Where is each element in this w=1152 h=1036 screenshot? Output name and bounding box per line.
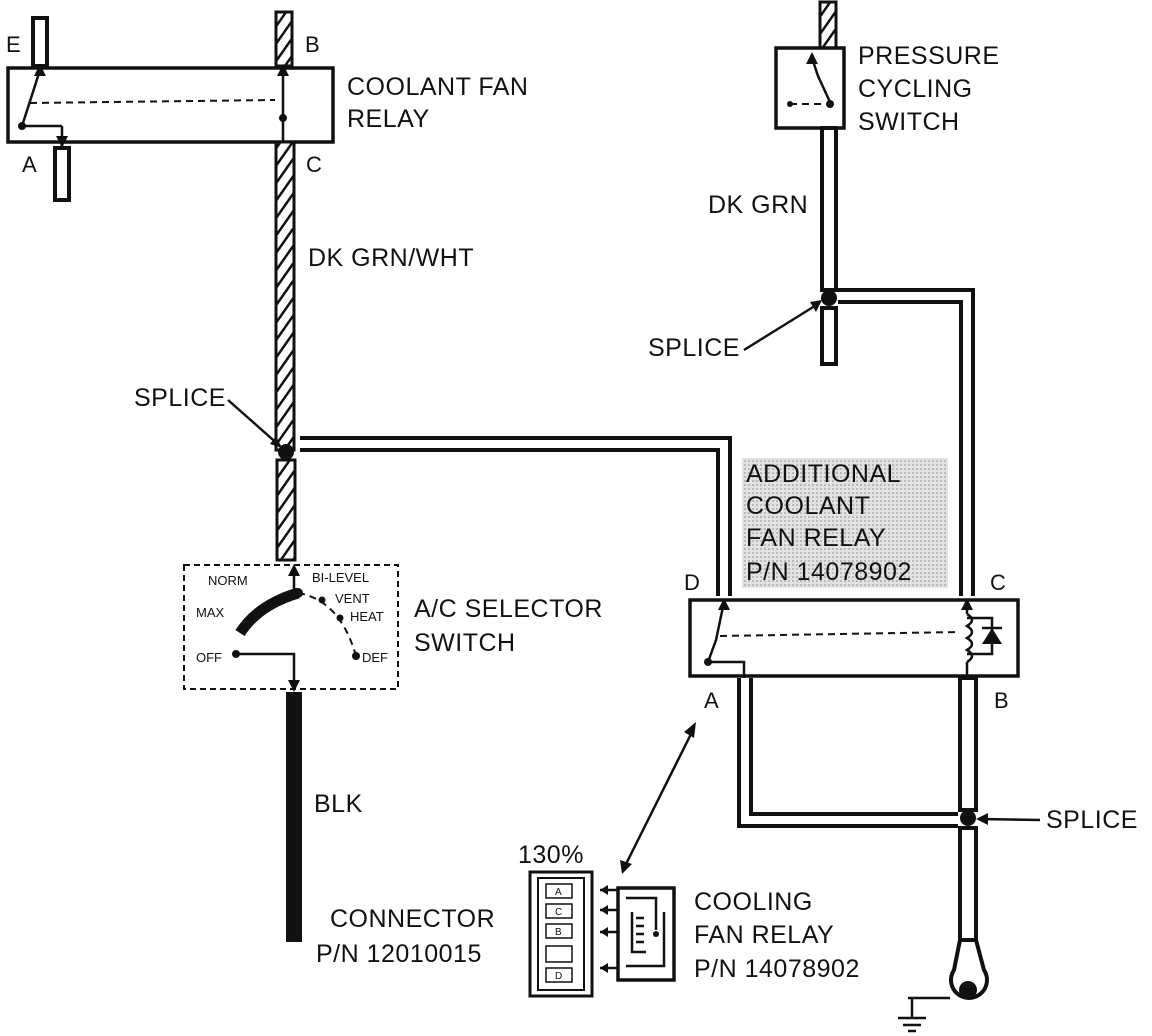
dk-grn-wht-label: DK GRN/WHT: [308, 244, 474, 272]
connector-cavity-blank: [545, 945, 573, 963]
coolant-fan-relay: E B A C COOLANT FAN RELAY: [6, 10, 536, 202]
pressure-cycling-switch-title: PRESSURE CYCLING SWITCH: [858, 42, 1007, 136]
dk-grn-wire: [820, 126, 838, 292]
pin-a-label: A: [22, 152, 37, 177]
connector-cavity-a: [545, 883, 573, 899]
wire-stub-a: [53, 146, 71, 202]
pressure-cycling-switch: PRESSURE CYCLING SWITCH: [774, 0, 1007, 136]
svg-text:C: C: [555, 907, 562, 918]
svg-text:A: A: [555, 887, 562, 898]
wire-stub-b: [274, 10, 294, 68]
connector: 130% A C B D CONNECTOR P/N 12010015: [316, 841, 594, 998]
additional-coolant-fan-relay: D C A B: [684, 570, 1020, 713]
connector-reference-arrow: [620, 722, 696, 874]
connector-cavity-b: [545, 923, 573, 939]
connector-cavity-c: [545, 903, 573, 919]
dk-grn-wht-wire-lower: [275, 458, 297, 562]
switch-pos-vent: VENT: [335, 591, 370, 606]
splice-right-bottom-label: SPLICE: [1046, 806, 1138, 834]
relay-b-wire: [958, 676, 978, 812]
blk-label: BLK: [314, 790, 363, 818]
relay-pin-c-label: C: [990, 570, 1006, 595]
relay-a-loop-wire: [737, 678, 958, 828]
switch-pos-max: MAX: [196, 605, 225, 620]
dk-grn-label: DK GRN: [708, 191, 808, 219]
switch-pos-off: OFF: [196, 650, 222, 665]
splice-right-top-label: SPLICE: [648, 334, 740, 362]
pin-b-label: B: [305, 32, 320, 57]
pin-c-label: C: [306, 152, 322, 177]
dk-grn-wht-wire: [274, 140, 296, 452]
wire-stub-e: [31, 16, 49, 68]
dk-grn-wire-stub: [820, 306, 838, 366]
splice-left-label: SPLICE: [134, 384, 226, 412]
coolant-fan-relay-title: COOLANT FAN RELAY: [347, 73, 536, 133]
pressure-switch-top-wire: [818, 0, 838, 50]
switch-pos-bi-level: BI-LEVEL: [312, 570, 369, 585]
connector-cavity-d: [545, 967, 573, 983]
relay-pin-a-label: A: [704, 688, 719, 713]
cooling-fan-relay-title: COOLING FAN RELAY P/N 14078902: [694, 888, 860, 983]
additional-relay-highlight: [742, 458, 948, 588]
svg-text:B: B: [555, 927, 562, 938]
ground-eyelet-icon: [898, 938, 989, 1033]
scale-label: 130%: [518, 841, 584, 869]
switch-pos-heat: HEAT: [350, 609, 384, 624]
connector-title: CONNECTOR P/N 12010015: [316, 905, 503, 968]
ac-selector-switch-title: A/C SELECTOR SWITCH: [414, 595, 610, 657]
relay-pin-b-label: B: [994, 688, 1009, 713]
svg-text:D: D: [555, 971, 562, 982]
switch-pos-norm: NORM: [208, 573, 248, 588]
ac-selector-switch: NORM BI-LEVEL MAX VENT HEAT OFF DEF A/C …: [183, 564, 610, 692]
splice-right-bottom-dot: [960, 810, 976, 826]
ground-wire: [958, 826, 978, 942]
pin-e-label: E: [6, 32, 21, 57]
blk-wire: [286, 692, 302, 942]
splice-right-top-dot: [821, 290, 837, 306]
cooling-fan-relay: COOLING FAN RELAY P/N 14078902: [600, 885, 860, 983]
relay-pin-d-label: D: [684, 570, 700, 595]
switch-body: [183, 564, 399, 690]
switch-pos-def: DEF: [362, 650, 388, 665]
additional-relay-title: ADDITIONAL COOLANT FAN RELAY P/N 1407890…: [746, 460, 912, 586]
